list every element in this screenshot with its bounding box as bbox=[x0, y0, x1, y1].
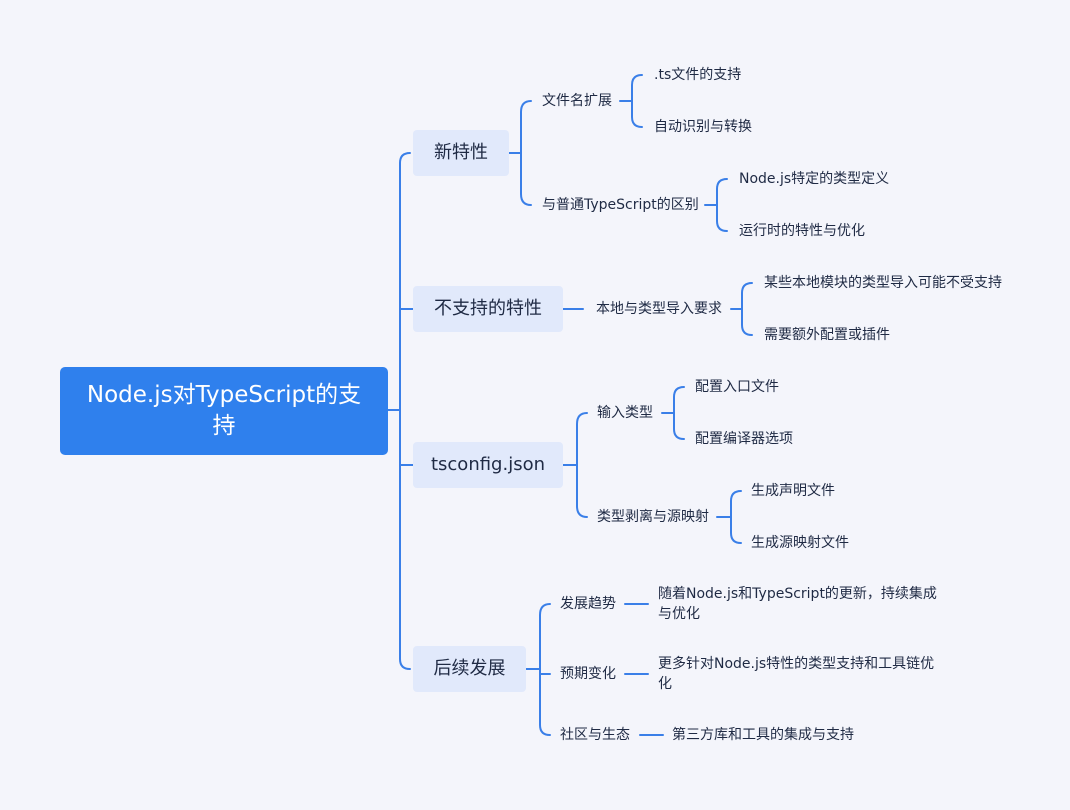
connector-b4 bbox=[525, 603, 551, 736]
connector-b1-c2 bbox=[704, 178, 728, 232]
branch-unsupported-features[interactable]: 不支持的特性 bbox=[413, 286, 563, 332]
leaf-sourcemap-files[interactable]: 生成源映射文件 bbox=[751, 535, 849, 551]
topic-input-types[interactable]: 输入类型 bbox=[597, 405, 653, 421]
topic-community-ecosystem[interactable]: 社区与生态 bbox=[560, 727, 630, 743]
branch-tsconfig[interactable]: tsconfig.json bbox=[413, 442, 563, 488]
branch-new-features[interactable]: 新特性 bbox=[413, 130, 509, 176]
leaf-continuous-integration[interactable]: 随着Node.js和TypeScript的更新，持续集成与优化 bbox=[658, 586, 937, 622]
connector-b3-c1 bbox=[661, 386, 685, 440]
topic-file-extension[interactable]: 文件名扩展 bbox=[542, 93, 612, 109]
connector-b1 bbox=[508, 100, 532, 206]
leaf-extra-config-plugin[interactable]: 需要额外配置或插件 bbox=[764, 327, 890, 343]
branch-future-development[interactable]: 后续发展 bbox=[413, 646, 526, 692]
root-topic[interactable]: Node.js对TypeScript的支持 bbox=[60, 367, 388, 455]
leaf-compiler-options-config[interactable]: 配置编译器选项 bbox=[695, 431, 793, 447]
branch-label: 不支持的特性 bbox=[434, 298, 542, 319]
leaf-declaration-files[interactable]: 生成声明文件 bbox=[751, 483, 835, 499]
connector-b3 bbox=[562, 412, 588, 518]
topic-expected-changes[interactable]: 预期变化 bbox=[560, 666, 616, 682]
branch-label: 后续发展 bbox=[433, 658, 506, 679]
connector-b2-c1 bbox=[730, 282, 753, 336]
leaf-node-type-definitions[interactable]: Node.js特定的类型定义 bbox=[739, 171, 890, 187]
connector-b3-c2 bbox=[716, 490, 742, 544]
connector-b1-c1 bbox=[619, 74, 643, 128]
leaf-local-module-import-unsupported[interactable]: 某些本地模块的类型导入可能不受支持 bbox=[764, 275, 1002, 291]
root-title: Node.js对TypeScript的支持 bbox=[86, 382, 362, 439]
topic-trend[interactable]: 发展趋势 bbox=[560, 596, 616, 612]
topic-difference-from-typescript[interactable]: 与普通TypeScript的区别 bbox=[542, 197, 699, 213]
connector-root-spine bbox=[399, 152, 411, 670]
leaf-ts-file-support[interactable]: .ts文件的支持 bbox=[654, 67, 742, 83]
leaf-entry-file-config[interactable]: 配置入口文件 bbox=[695, 379, 779, 395]
topic-local-type-import[interactable]: 本地与类型导入要求 bbox=[596, 301, 722, 317]
branch-label: 新特性 bbox=[434, 142, 488, 163]
leaf-runtime-optimization[interactable]: 运行时的特性与优化 bbox=[739, 223, 865, 239]
leaf-third-party-integration[interactable]: 第三方库和工具的集成与支持 bbox=[672, 727, 854, 743]
leaf-auto-detect-convert[interactable]: 自动识别与转换 bbox=[654, 119, 752, 135]
branch-label: tsconfig.json bbox=[430, 454, 546, 475]
leaf-toolchain-optimization[interactable]: 更多针对Node.js特性的类型支持和工具链优化 bbox=[658, 656, 935, 692]
topic-type-stripping-sourcemap[interactable]: 类型剥离与源映射 bbox=[597, 509, 709, 525]
